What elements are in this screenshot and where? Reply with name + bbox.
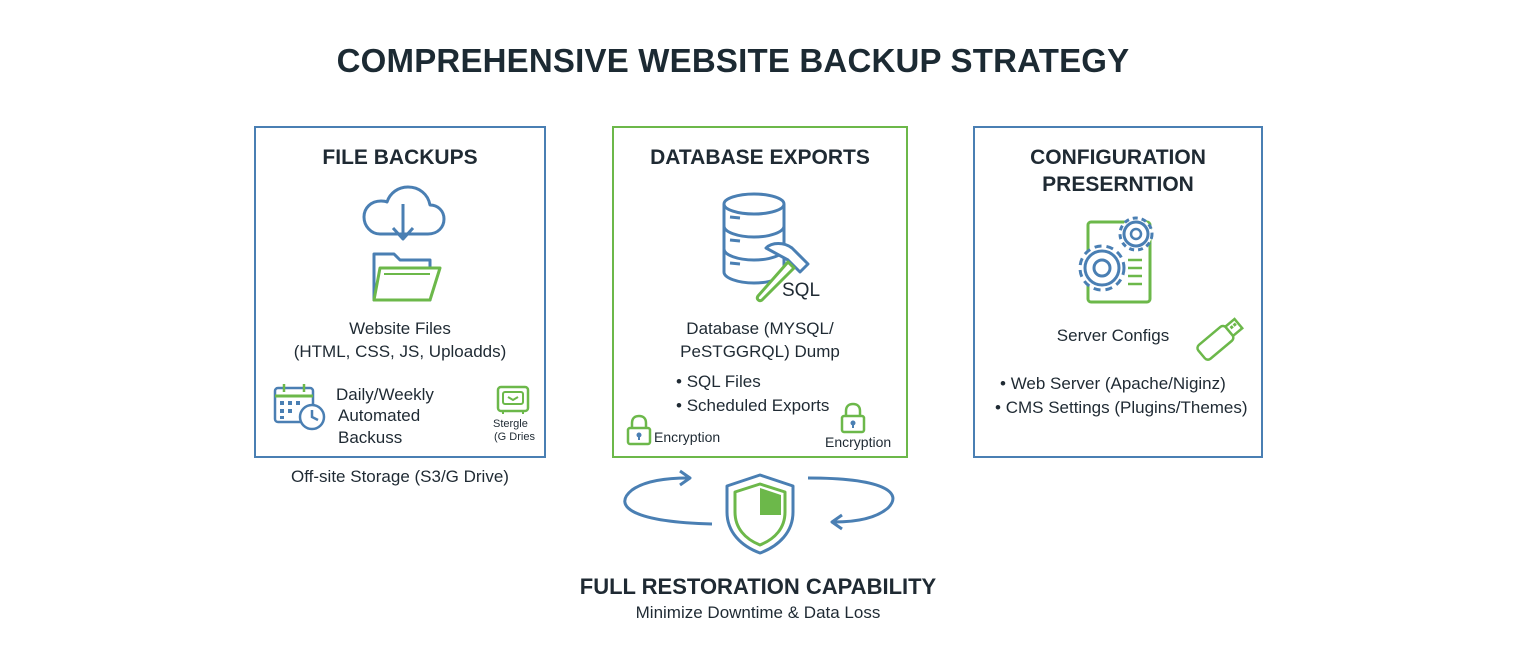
config-bullet-web-server-text: Web Server (Apache/Niginz)	[1010, 374, 1226, 393]
db-bullet-sql-files: • SQL Files	[676, 372, 761, 391]
configuration-title-line2: PRESERNTION	[1042, 173, 1194, 196]
configuration-panel: CONFIGURATION PRESERNTION	[973, 126, 1263, 458]
lock-icon	[840, 402, 866, 434]
gears-document-icon	[1078, 216, 1154, 304]
restoration-title: FULL RESTORATION CAPABILITY	[579, 574, 937, 599]
config-bullet-cms-settings-text: CMS Settings (Plugins/Themes)	[1005, 398, 1248, 417]
calendar-clock-icon	[273, 384, 326, 431]
database-dump-line1: Database (MYSQL/	[686, 319, 834, 338]
hammer-icon	[755, 242, 810, 303]
restoration-subtitle: Minimize Downtime & Data Loss	[635, 603, 881, 622]
schedule-label-line2: Automated Backuss	[338, 406, 421, 447]
storage-drive-icon	[496, 385, 530, 414]
config-bullet-cms-settings: • CMS Settings (Plugins/Themes)	[995, 398, 1248, 417]
db-bullet-scheduled-exports: • Scheduled Exports	[676, 396, 830, 415]
offsite-storage-label: Off-site Storage (S3/G Drive)	[291, 467, 509, 486]
usb-drive-icon	[1196, 317, 1245, 361]
encryption-label-left: Encryption	[654, 429, 721, 445]
lock-icon	[626, 414, 652, 446]
database-dump-line2: PeSTGGRQL) Dump	[680, 342, 840, 361]
sql-label: SQL	[782, 280, 821, 301]
config-bullet-web-server: • Web Server (Apache/Niginz)	[1000, 374, 1226, 393]
cycle-arrows-icon	[623, 469, 895, 531]
storage-label-line2: (G Dries	[494, 431, 535, 443]
database-exports-title: DATABASE EXPORTS	[650, 146, 870, 169]
encryption-label-right: Encryption	[825, 434, 892, 450]
file-backups-panel: FILE BACKUPS	[254, 126, 546, 458]
db-bullet-scheduled-exports-text: Scheduled Exports	[686, 396, 830, 415]
server-configs-label: Server Configs	[1056, 326, 1170, 345]
website-files-types: (HTML, CSS, JS, Uploadds)	[293, 342, 507, 361]
page-title: COMPREHENSIVE WEBSITE BACKUP STRATEGY	[336, 42, 1130, 79]
configuration-title-line1: CONFIGURATION	[1030, 146, 1206, 169]
shield-icon	[725, 473, 795, 555]
file-backups-title: FILE BACKUPS	[322, 146, 478, 169]
cloud-download-icon	[362, 185, 446, 241]
storage-label-line1: Stergle	[493, 418, 528, 430]
schedule-label-line1: Daily/Weekly	[336, 385, 434, 404]
db-bullet-sql-files-text: SQL Files	[686, 372, 761, 391]
folder-icon	[372, 252, 442, 302]
website-files-label: Website Files	[349, 319, 451, 338]
